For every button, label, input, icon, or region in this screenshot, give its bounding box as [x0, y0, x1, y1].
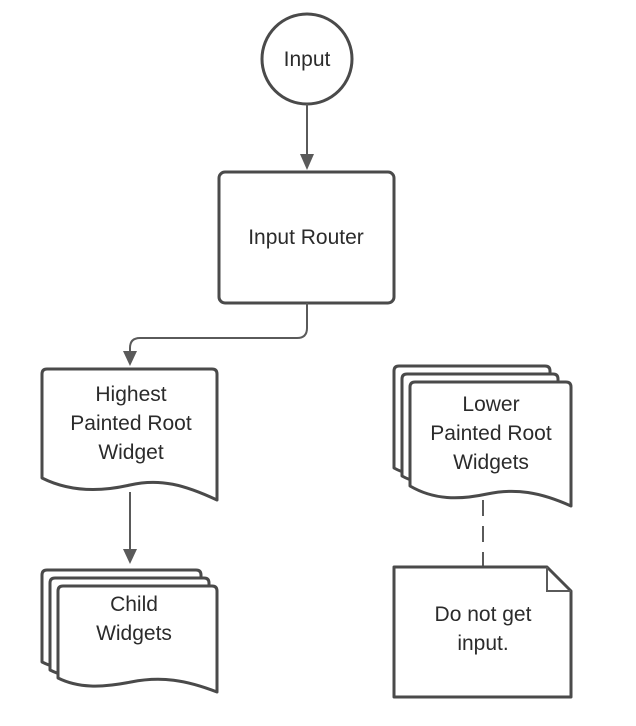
highest-root-line-2: Painted Root [70, 412, 192, 435]
lower-roots-line-1: Lower [462, 393, 519, 416]
input-node: Input [260, 12, 354, 106]
lower-roots-line-2: Painted Root [430, 422, 552, 445]
input-router-node: Input Router [217, 170, 396, 305]
lower-roots-line-3: Widgets [453, 451, 529, 474]
input-router-label: Input Router [248, 226, 364, 249]
child-widgets-line-2: Widgets [96, 622, 172, 645]
connector-input-to-router [300, 104, 314, 170]
child-widgets-line-1: Child [110, 593, 158, 616]
note-node: Do not get input. [392, 565, 573, 699]
highest-root-line-1: Highest [95, 383, 166, 406]
input-label: Input [284, 48, 331, 71]
note-line-1: Do not get [435, 603, 532, 626]
note-line-2: input. [457, 632, 508, 655]
lower-painted-root-widgets-node: Lower Painted Root Widgets [392, 364, 573, 508]
connector-router-to-highest-root [123, 303, 308, 366]
highest-root-line-3: Widget [98, 441, 164, 464]
highest-painted-root-widget-node: Highest Painted Root Widget [40, 367, 219, 502]
child-widgets-node: Child Widgets [40, 568, 219, 694]
connector-highest-root-to-child-widgets [123, 492, 137, 564]
